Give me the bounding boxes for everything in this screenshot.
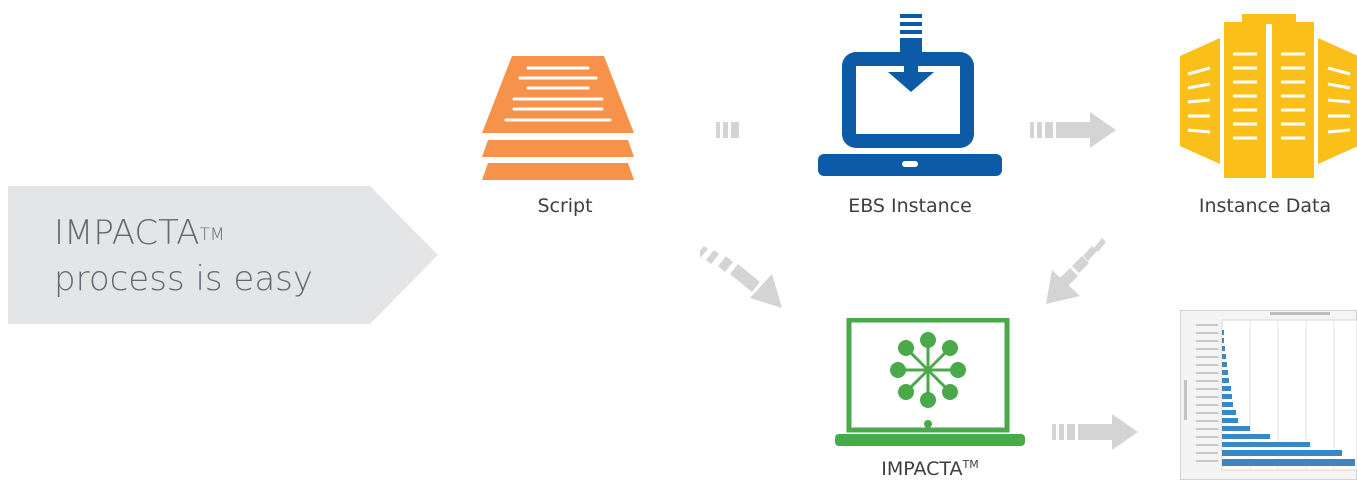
banner-line2: process is easy xyxy=(54,259,314,299)
arrow-ebs-to-data xyxy=(1030,112,1116,148)
script-stack-icon xyxy=(482,56,634,180)
trademark-mark: TM xyxy=(199,225,225,245)
ebs-instance-label: EBS Instance xyxy=(848,195,972,217)
bar-chart-report-icon xyxy=(1180,310,1357,480)
arrow-script-to-impacta xyxy=(700,246,782,308)
arrow-script-to-ebs xyxy=(716,122,739,138)
laptop-download-icon xyxy=(818,14,1002,176)
banner-line1: IMPACTA xyxy=(54,213,200,253)
script-label: Script xyxy=(537,195,593,217)
server-rack-icon xyxy=(1180,14,1357,178)
arrow-impacta-to-report xyxy=(1052,414,1138,450)
impacta-trademark: TM xyxy=(962,458,979,471)
arrow-data-to-impacta xyxy=(1046,238,1106,304)
laptop-network-icon xyxy=(835,318,1025,446)
impacta-label-text: IMPACTA xyxy=(881,458,963,480)
banner-heading: IMPACTATM process is easy xyxy=(54,210,313,302)
banner-arrow-shape xyxy=(8,186,438,324)
impacta-label: IMPACTATM xyxy=(855,458,1005,480)
process-banner: IMPACTATM process is easy xyxy=(8,186,438,324)
instance-data-label: Instance Data xyxy=(1198,195,1332,217)
